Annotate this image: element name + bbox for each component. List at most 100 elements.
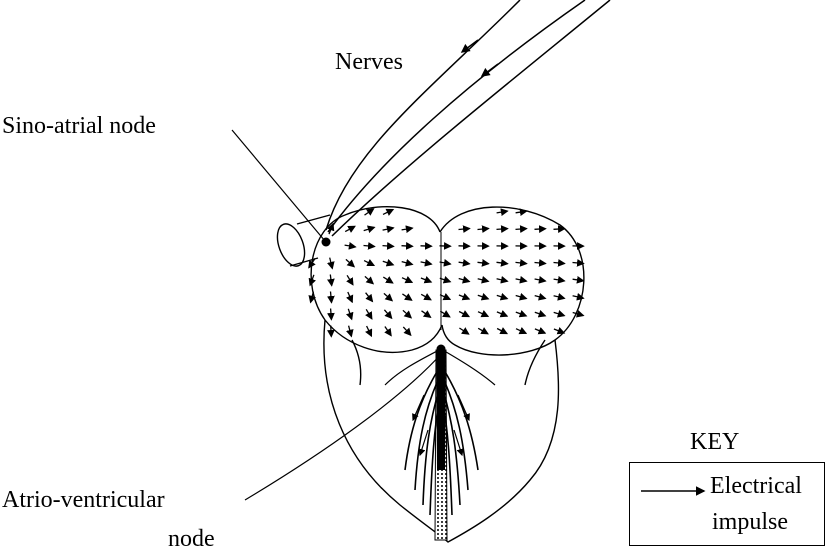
impulse-arrow bbox=[403, 327, 410, 335]
impulse-arrow bbox=[365, 276, 373, 283]
impulse-arrow bbox=[383, 228, 394, 230]
impulse-arrow bbox=[535, 279, 546, 281]
impulse-arrow bbox=[364, 261, 374, 266]
impulse-arrow bbox=[348, 309, 351, 319]
nerve-arrow-1 bbox=[462, 40, 478, 52]
impulse-arrow bbox=[516, 229, 527, 230]
impulse-arrow bbox=[497, 295, 507, 298]
impulse-arrow bbox=[366, 309, 372, 318]
impulse-arrow bbox=[478, 279, 489, 282]
sa-node-leader bbox=[232, 130, 325, 241]
impulse-arrow bbox=[345, 226, 355, 231]
atrio-ventricular-label-line1: Atrio-ventricular bbox=[2, 488, 165, 512]
impulse-arrow bbox=[331, 292, 332, 303]
impulse-arrow bbox=[478, 328, 488, 333]
impulse-arrow bbox=[440, 311, 449, 317]
impulse-arrow bbox=[554, 279, 565, 281]
impulse-arrow bbox=[554, 229, 565, 230]
impulse-arrow bbox=[478, 229, 489, 230]
impulse-arrow bbox=[478, 312, 488, 317]
impulse-arrow bbox=[554, 296, 565, 299]
impulse-arrow bbox=[459, 312, 469, 317]
key-item-label-line2: impulse bbox=[712, 510, 788, 534]
impulse-arrow bbox=[347, 275, 353, 284]
impulse-arrow bbox=[573, 313, 584, 316]
impulse-arrow bbox=[383, 246, 394, 247]
impulse-arrow bbox=[402, 278, 412, 283]
impulse-arrow bbox=[535, 312, 545, 316]
impulse-arrow bbox=[497, 312, 507, 316]
nerve-fibre-3 bbox=[332, 0, 610, 236]
key-title: KEY bbox=[690, 430, 739, 454]
impulse-arrow bbox=[345, 245, 356, 247]
impulse-arrow bbox=[346, 259, 354, 266]
impulse-arrow bbox=[497, 229, 508, 230]
key-item-label-line1: Electrical bbox=[710, 474, 802, 498]
impulse-arrow bbox=[516, 211, 527, 213]
impulse-arrow bbox=[573, 279, 584, 281]
impulse-arrow bbox=[421, 278, 431, 282]
atrio-ventricular-node bbox=[437, 345, 446, 354]
nerve-fibre-2 bbox=[328, 0, 585, 232]
nerves bbox=[326, 0, 610, 236]
sino-atrial-node-label: Sino-atrial node bbox=[2, 114, 156, 138]
impulse-arrow bbox=[516, 279, 527, 281]
impulse-arrow bbox=[383, 210, 393, 215]
sino-atrial-node bbox=[322, 238, 331, 247]
impulse-arrow bbox=[365, 209, 374, 215]
heart-outline bbox=[272, 207, 584, 542]
impulse-arrow bbox=[497, 279, 508, 281]
impulse-arrow bbox=[383, 261, 393, 265]
impulse-arrow bbox=[478, 295, 488, 299]
impulse-arrow bbox=[385, 327, 391, 336]
impulse-arrow bbox=[459, 262, 470, 264]
impulse-arrow bbox=[497, 262, 508, 263]
impulse-arrow bbox=[516, 262, 527, 263]
impulse-arrow bbox=[459, 229, 470, 230]
nerves-label: Nerves bbox=[335, 50, 403, 74]
impulse-arrow bbox=[402, 246, 413, 247]
impulse-arrow bbox=[311, 292, 314, 303]
impulse-arrow bbox=[367, 326, 372, 336]
impulse-arrow bbox=[422, 311, 431, 317]
impulse-arrow bbox=[554, 329, 564, 333]
impulse-arrow bbox=[535, 263, 546, 264]
impulse-arrow bbox=[383, 277, 392, 283]
impulse-arrow bbox=[554, 263, 565, 264]
impulse-arrow bbox=[421, 294, 431, 299]
impulse-arrow bbox=[331, 326, 332, 337]
leader-lines bbox=[232, 130, 443, 500]
impulse-arrow bbox=[364, 227, 375, 230]
impulse-arrow bbox=[535, 296, 546, 299]
impulse-arrow bbox=[403, 310, 411, 317]
impulse-arrow bbox=[421, 262, 432, 264]
impulse-arrow bbox=[516, 329, 526, 334]
impulse-arrow bbox=[349, 326, 352, 337]
impulse-arrow bbox=[384, 293, 392, 300]
atrio-ventricular-label-line2: node bbox=[168, 527, 215, 551]
impulse-arrow bbox=[535, 229, 546, 230]
atrial-impulse-arrows bbox=[309, 209, 584, 337]
impulse-arrow bbox=[459, 295, 469, 299]
impulse-arrow bbox=[348, 292, 352, 302]
impulse-arrow bbox=[497, 211, 508, 213]
nerve-fibre-1 bbox=[326, 0, 520, 230]
impulse-arrow bbox=[516, 312, 526, 316]
impulse-arrow bbox=[402, 228, 413, 230]
impulse-arrow bbox=[516, 296, 527, 299]
impulse-arrow bbox=[364, 246, 375, 247]
impulse-arrow bbox=[331, 309, 332, 320]
impulse-arrow bbox=[330, 275, 331, 286]
impulse-arrow bbox=[535, 329, 545, 333]
impulse-arrow bbox=[497, 329, 507, 334]
impulse-arrow bbox=[459, 328, 468, 334]
impulse-arrow bbox=[554, 312, 565, 315]
impulse-arrow bbox=[478, 262, 489, 263]
impulse-arrow bbox=[384, 310, 391, 318]
nerve-arrow-2 bbox=[482, 64, 498, 76]
impulse-arrow bbox=[402, 262, 413, 265]
impulse-arrow bbox=[330, 258, 333, 269]
impulse-arrow bbox=[402, 294, 411, 300]
impulse-arrow bbox=[366, 293, 373, 302]
impulse-arrow bbox=[459, 279, 470, 282]
